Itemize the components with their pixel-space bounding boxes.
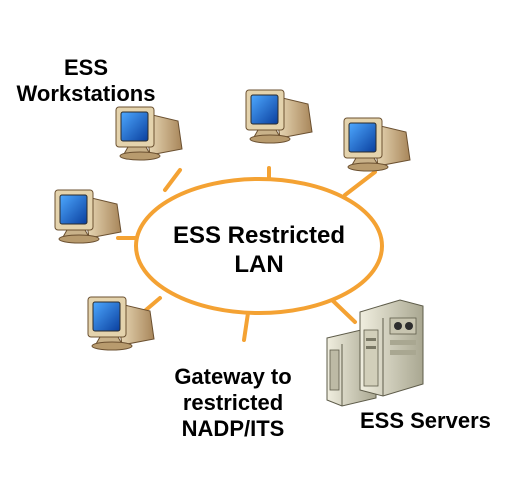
gateway-label: Gateway to restricted NADP/ITS: [153, 364, 313, 442]
workstations-label: ESS Workstations: [3, 55, 169, 107]
link-gateway: [242, 311, 250, 342]
workstations-label-line-2: Workstations: [16, 81, 156, 106]
gateway-label-line-1: Gateway to: [174, 364, 292, 389]
workstation-icon: [245, 89, 313, 144]
hub-label-line-1: ESS Restricted: [172, 222, 346, 249]
workstation-icon: [115, 106, 183, 161]
link-servers: [328, 296, 357, 324]
lan-hub-ellipse: [134, 177, 384, 315]
gateway-label-line-2: restricted: [182, 390, 284, 415]
hub-label-line-2: LAN: [234, 251, 284, 278]
workstation-icon: [87, 296, 155, 351]
workstation-icon: [343, 117, 411, 172]
gateway-label-line-3: NADP/ITS: [181, 416, 285, 441]
link-workstation-3: [343, 170, 377, 197]
server-rack-icon: [326, 299, 424, 407]
workstation-icon: [54, 189, 122, 244]
servers-label: ESS Servers: [360, 408, 491, 434]
hub-label: ESS Restricted LAN: [161, 221, 357, 279]
network-links: [116, 166, 377, 342]
workstations-label-line-1: ESS: [63, 55, 109, 80]
servers-label-text: ESS Servers: [360, 408, 491, 433]
link-workstation-1: [163, 168, 182, 192]
